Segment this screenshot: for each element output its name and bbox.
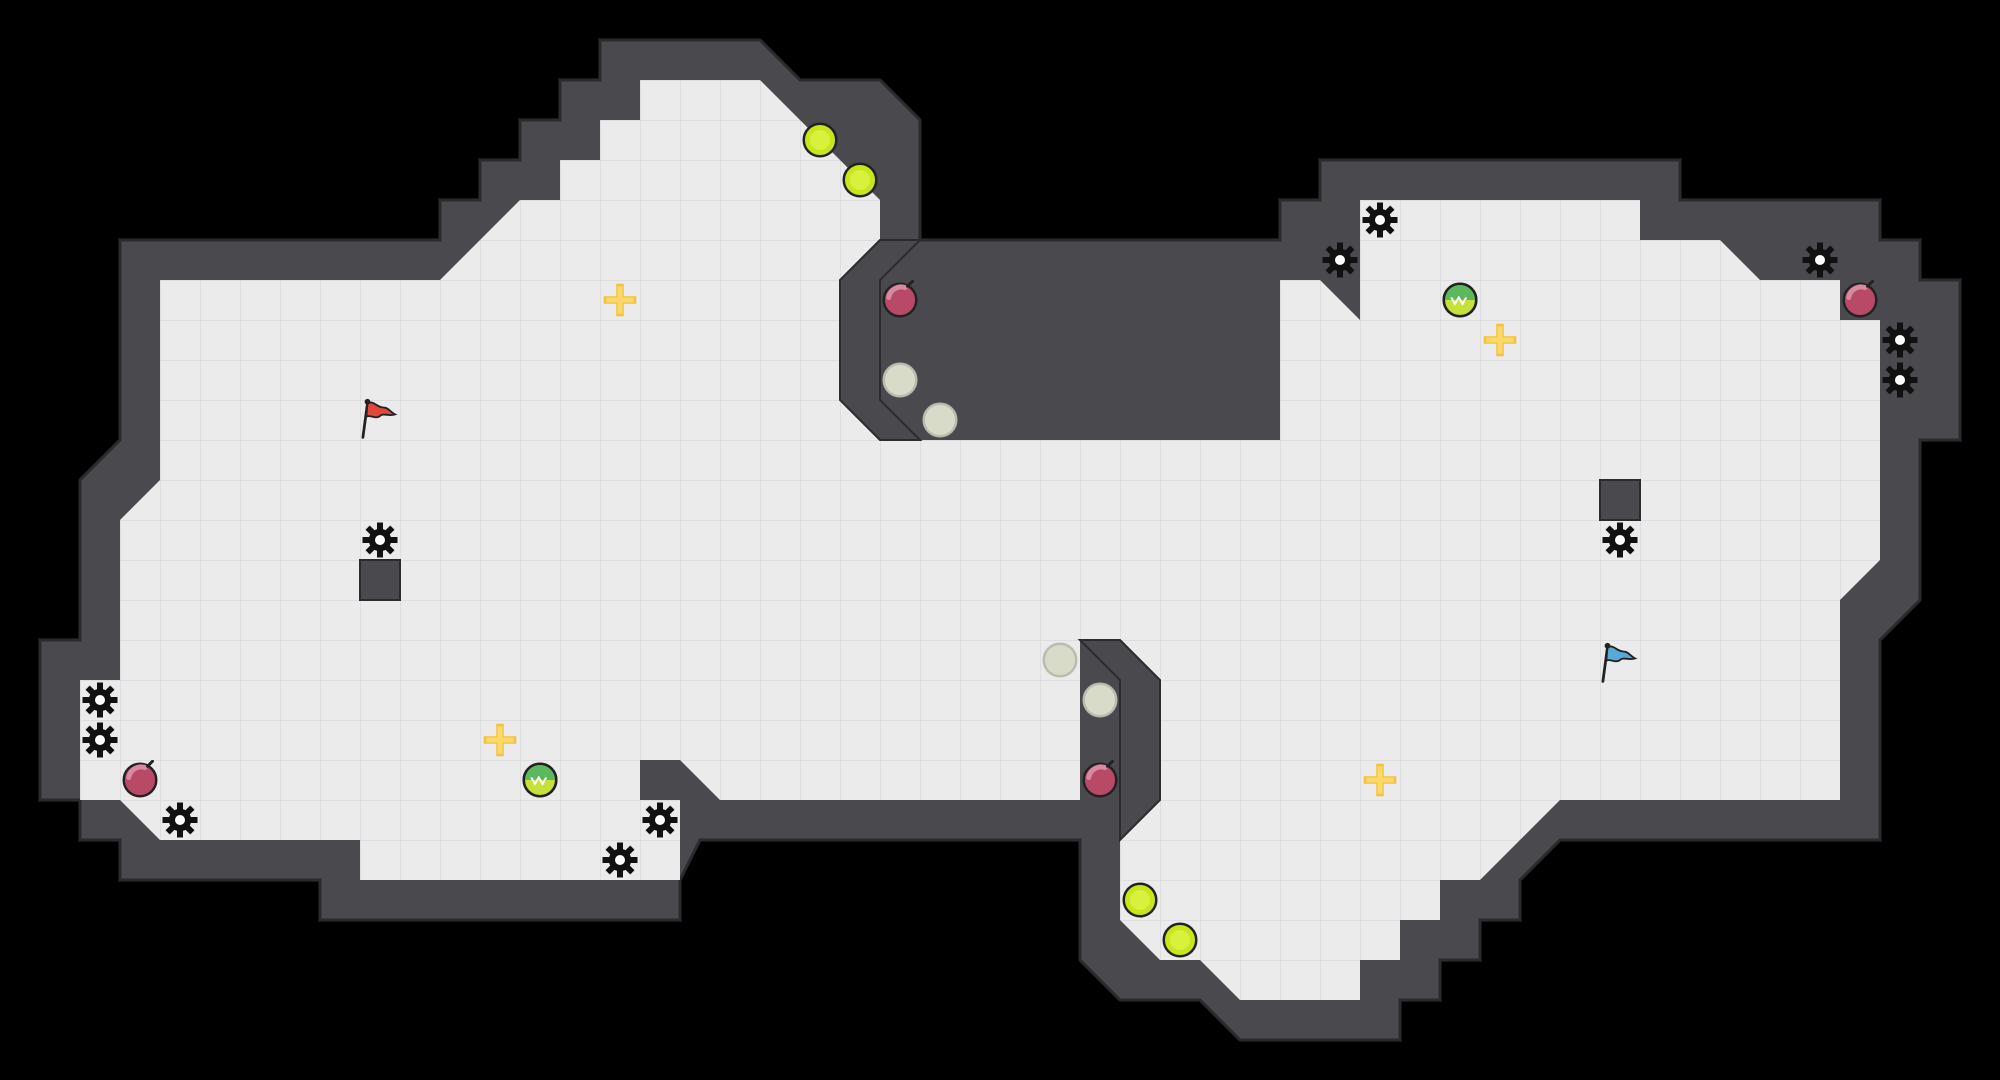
green-yellow-boost-icon[interactable] bbox=[522, 762, 558, 798]
spike-gear-icon bbox=[82, 722, 118, 758]
lime-button-icon[interactable] bbox=[1122, 882, 1158, 918]
spike-gear-icon bbox=[1882, 362, 1918, 398]
inner-wall-top bbox=[839, 239, 923, 441]
pillar-left bbox=[359, 559, 401, 601]
lime-button-icon[interactable] bbox=[1162, 922, 1198, 958]
inactive-gate-icon bbox=[882, 362, 918, 398]
inner-wall-bottom bbox=[1077, 639, 1161, 843]
spike-gear-icon bbox=[1322, 242, 1358, 278]
spike-gear-icon bbox=[602, 842, 638, 878]
spike-gear-icon bbox=[642, 802, 678, 838]
pillar-right bbox=[1599, 479, 1641, 521]
green-yellow-boost-icon[interactable] bbox=[1442, 282, 1478, 318]
lime-button-icon[interactable] bbox=[842, 162, 878, 198]
inactive-gate-icon bbox=[1082, 682, 1118, 718]
spike-gear-icon bbox=[362, 522, 398, 558]
lime-button-icon[interactable] bbox=[802, 122, 838, 158]
spike-gear-icon bbox=[1882, 322, 1918, 358]
spike-gear-icon bbox=[1362, 202, 1398, 238]
spike-gear-icon bbox=[1802, 242, 1838, 278]
spike-gear-icon bbox=[1602, 522, 1638, 558]
inactive-gate-icon bbox=[1042, 642, 1078, 678]
inactive-gate-icon bbox=[922, 402, 958, 438]
spike-gear-icon bbox=[162, 802, 198, 838]
spike-gear-icon bbox=[82, 682, 118, 718]
